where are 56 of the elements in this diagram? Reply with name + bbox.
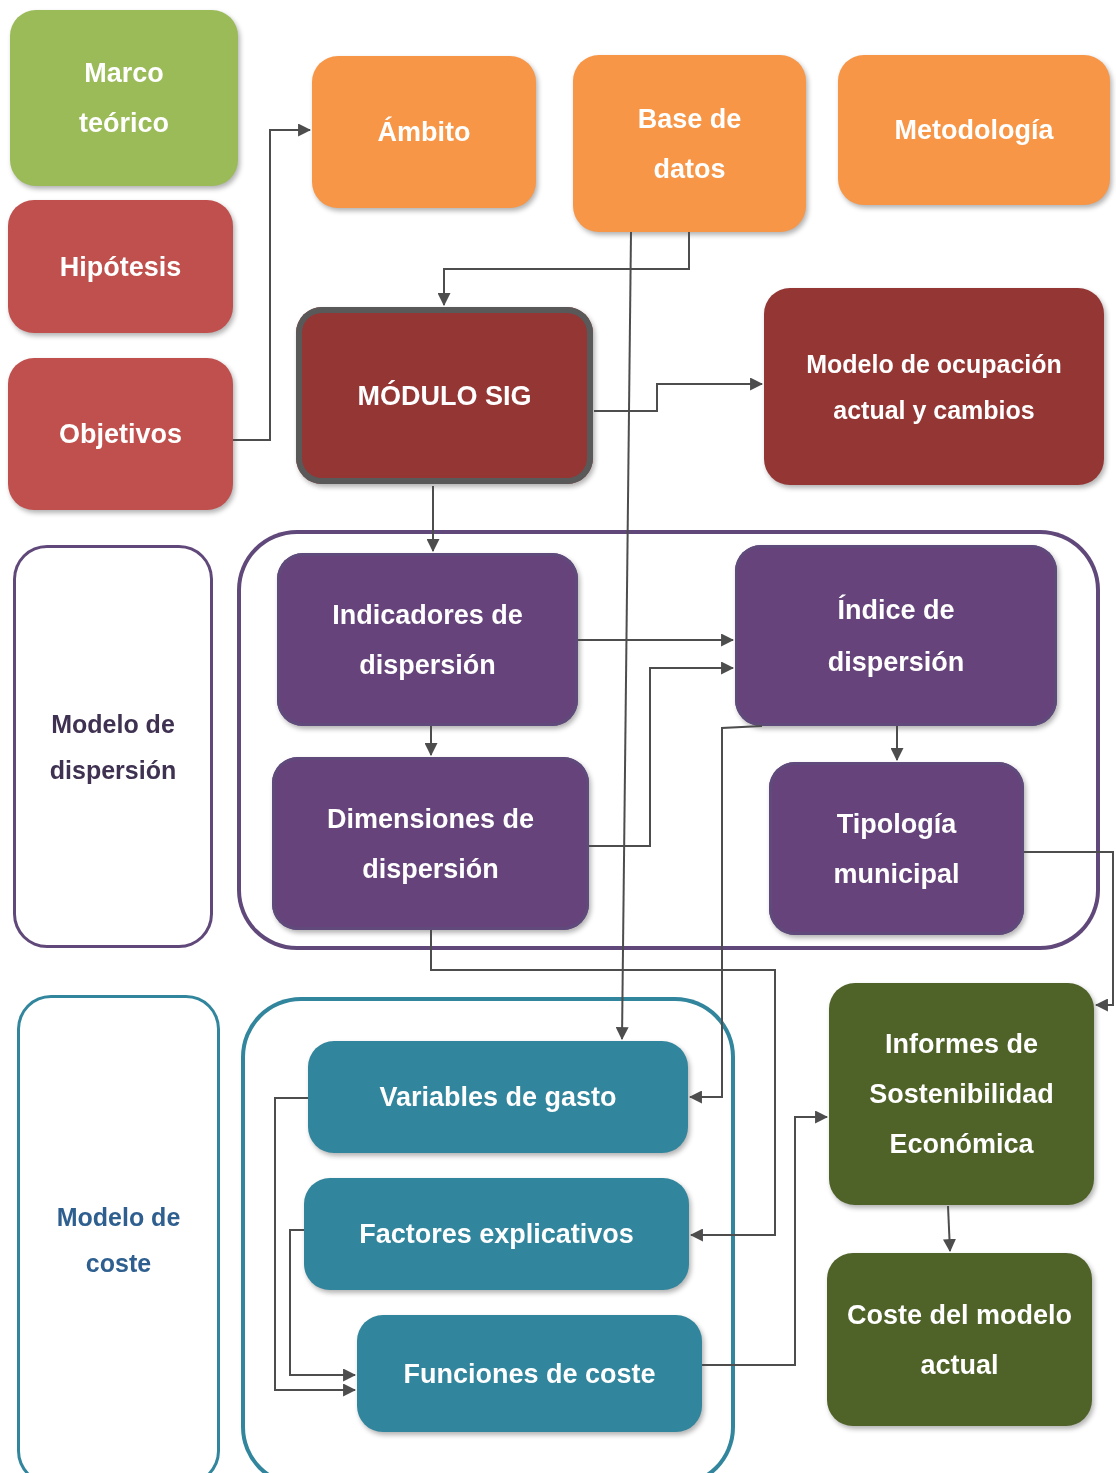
arrow xyxy=(1023,851,1114,1012)
arrow xyxy=(588,661,735,847)
process-box xyxy=(13,545,213,948)
node-label: Objetivos xyxy=(58,418,183,451)
arrow xyxy=(430,929,776,1242)
node-label: Ámbito xyxy=(376,115,472,149)
arrow xyxy=(426,485,440,553)
process-box xyxy=(10,10,238,186)
process-box xyxy=(735,545,1057,726)
node-label: Funciones de coste xyxy=(402,1357,657,1391)
process-box xyxy=(764,288,1104,485)
process-box xyxy=(769,762,1024,935)
node-label: Marco teórico xyxy=(78,57,170,140)
arrow xyxy=(232,123,312,441)
process-box xyxy=(277,553,578,726)
process-box xyxy=(829,983,1094,1205)
node-label: MÓDULO SIG xyxy=(356,379,533,413)
arrow xyxy=(289,1229,357,1382)
process-box xyxy=(17,995,220,1473)
node-label: Variables de gasto xyxy=(378,1081,618,1114)
process-box xyxy=(838,55,1110,205)
process-box xyxy=(827,1253,1092,1426)
node-label: Tipología municipal xyxy=(832,807,961,891)
arrow xyxy=(688,725,763,1104)
arrow xyxy=(943,1205,956,1253)
node-label: Indicadores de dispersión xyxy=(331,598,524,682)
arrow xyxy=(890,725,904,762)
arrow xyxy=(701,1110,829,1366)
node-label: Dimensiones de dispersión xyxy=(325,802,536,886)
arrow xyxy=(424,725,438,757)
process-box xyxy=(8,358,233,510)
node-label: Modelo de dispersión xyxy=(48,708,178,786)
node-label: Informes de Sostenibilidad Económica xyxy=(868,1028,1055,1161)
node-label: Modelo de coste xyxy=(55,1202,182,1279)
node-label: Factores explicativos xyxy=(358,1218,635,1251)
arrow xyxy=(274,1097,357,1397)
process-box xyxy=(296,307,593,484)
node-label: Hipótesis xyxy=(58,250,183,284)
node-label: Metodología xyxy=(893,114,1055,147)
process-box xyxy=(8,200,233,333)
arrow xyxy=(615,231,632,1041)
node-label: Coste del modelo actual xyxy=(846,1298,1073,1382)
group-frame xyxy=(237,530,1100,950)
node-label: Base de datos xyxy=(636,102,743,186)
node-label: Índice de dispersión xyxy=(826,593,966,679)
process-box xyxy=(312,56,536,208)
process-box xyxy=(308,1041,688,1153)
arrow xyxy=(437,231,690,307)
process-box xyxy=(304,1178,689,1290)
node-label: Modelo de ocupación actual y cambios xyxy=(805,348,1063,426)
process-box xyxy=(573,55,806,232)
process-box xyxy=(272,757,589,930)
process-box xyxy=(357,1315,702,1432)
group-frame xyxy=(241,997,735,1473)
arrow xyxy=(593,377,764,412)
arrow xyxy=(577,633,735,647)
